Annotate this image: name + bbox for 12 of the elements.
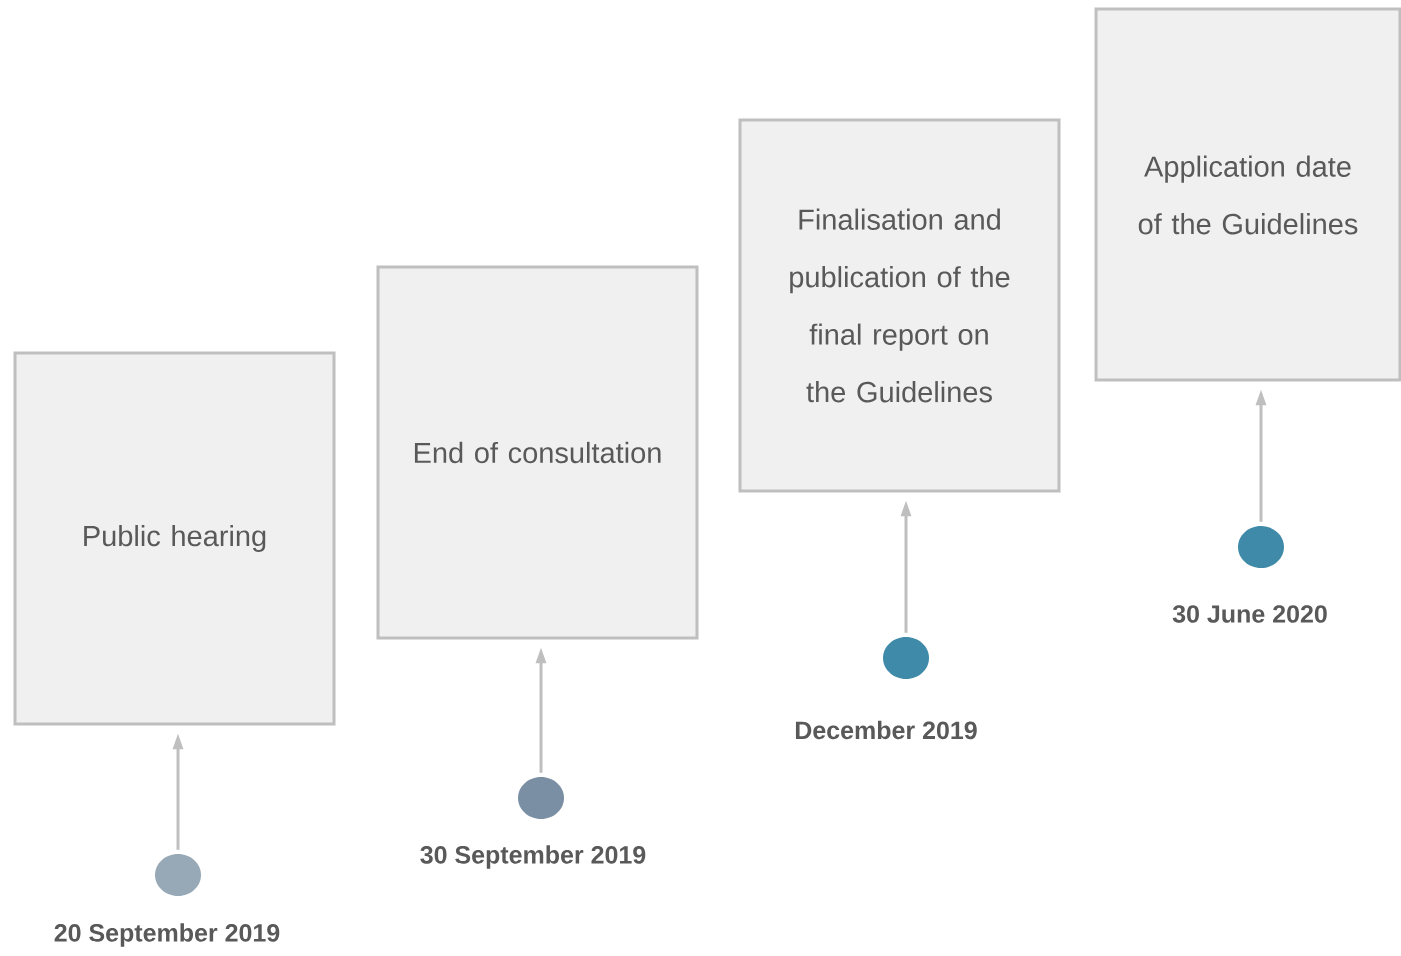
milestone-box: Application date of the Guidelines — [1094, 7, 1401, 382]
date-label: 30 June 2020 — [1172, 605, 1327, 623]
timeline-dot — [883, 637, 929, 679]
date-label: 20 September 2019 — [54, 923, 280, 947]
date-label: December 2019 — [795, 720, 977, 740]
timeline-dot — [155, 854, 201, 896]
timeline-dot — [518, 777, 564, 819]
milestone-box: Public hearing — [13, 351, 336, 726]
milestone-box: Finalisation and publication of the final report on the Guidelines — [738, 118, 1061, 493]
milestone-box: End of consultation — [376, 265, 699, 640]
timeline-dot — [1238, 526, 1284, 568]
date-label: 30 September 2019 — [420, 845, 646, 869]
